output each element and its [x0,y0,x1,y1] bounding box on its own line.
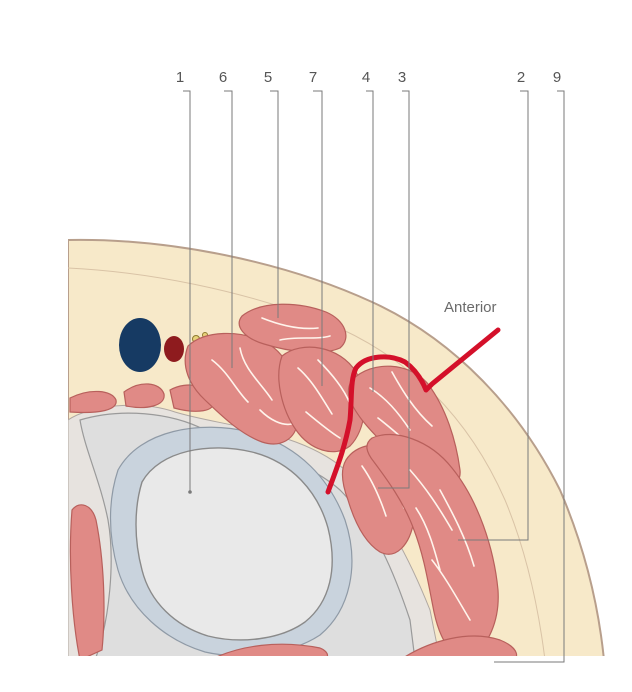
leader-line-2 [458,90,529,541]
leader-line-9 [494,90,565,663]
pelvic-muscle-strip [69,504,105,656]
anatomy-illustration [68,238,605,656]
muscle-rectus-femoris [278,346,366,453]
leader-line-3 [378,90,410,489]
muscle-sartorius [238,303,347,353]
label-1: 1 [176,69,184,86]
label-9: 9 [553,69,561,86]
anterior-approach-incision [325,327,501,495]
label-5: 5 [264,69,272,86]
leader-dot-1 [188,490,192,494]
leader-line-7 [313,90,323,386]
anterior-label: Anterior [444,299,497,316]
femoral-head [135,447,333,641]
label-4: 4 [362,69,370,86]
label-7: 7 [309,69,317,86]
label-3: 3 [398,69,406,86]
label-6: 6 [219,69,227,86]
leader-lines [183,90,565,663]
leader-line-6 [224,90,233,368]
muscle-gluteus-maximus [405,635,518,656]
leader-line-5 [270,90,279,318]
muscle-small-left [69,390,117,414]
muscle-lower-band [217,643,329,656]
leader-line-1 [183,90,191,492]
femoral-artery [164,336,184,362]
label-2: 2 [517,69,525,86]
leader-line-4 [366,90,374,392]
femoral-vein [119,318,161,372]
muscle-small-mid [123,383,165,409]
number-labels: 1 6 5 7 4 3 2 9 [176,69,561,86]
